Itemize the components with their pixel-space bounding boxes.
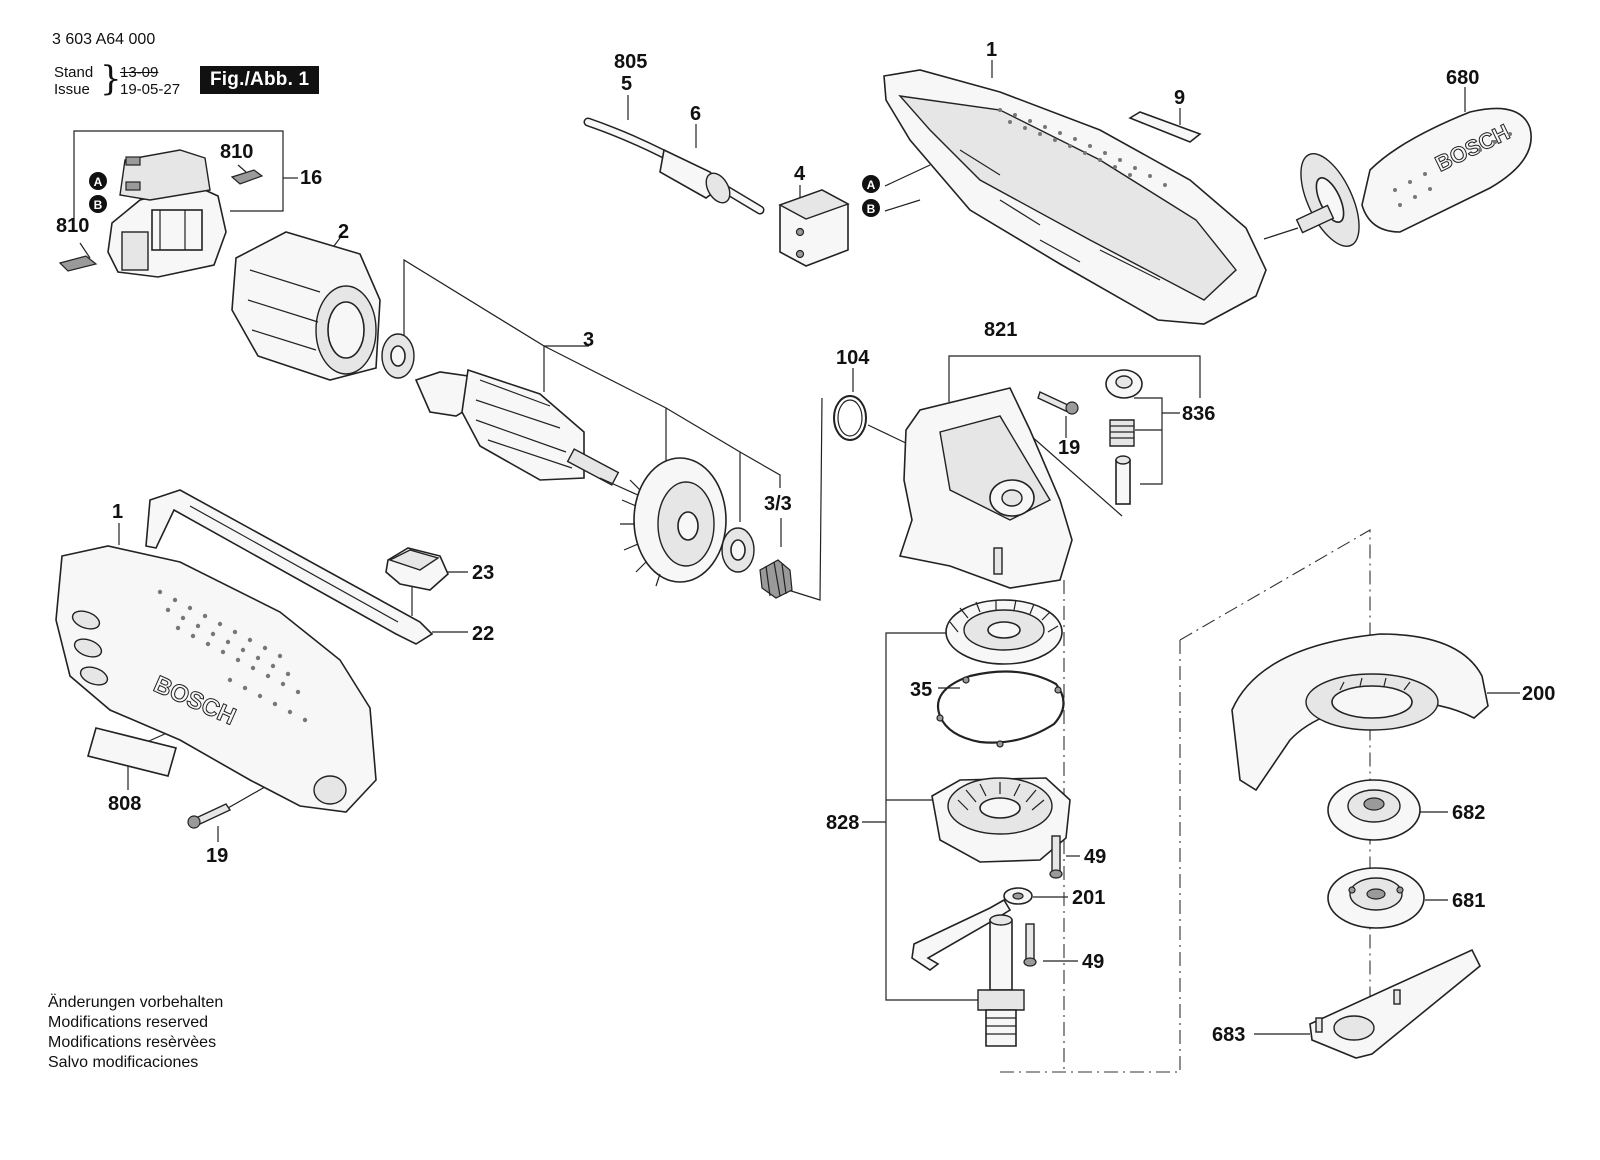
callout-49-a: 49 [1084,846,1106,868]
note-line-en: Modifications reserved [48,1014,209,1031]
part-gasket [936,670,1065,748]
part-bearing-rear [381,333,415,379]
issue-label: Issue [54,81,90,98]
callout-19-bottom: 19 [206,845,228,867]
part-nameplate [87,727,177,777]
callout-836: 836 [1182,403,1215,425]
part-mounting-flange [1327,779,1421,841]
part-fan [620,457,727,587]
figure-badge: Fig./Abb. 1 [200,66,320,94]
callout-682: 682 [1452,802,1485,824]
part-slide-switch [385,547,449,591]
document-number: 3 603 A64 000 [52,31,156,48]
part-cable-sleeve [659,148,731,204]
part-clamping-nut [1327,867,1425,929]
part-field-stator [231,231,381,381]
callout-680: 680 [1446,67,1479,89]
part-protection-guard [1231,633,1489,792]
part-o-ring [833,395,867,441]
note-line-es: Salvo modificaciones [48,1054,199,1071]
callout-200: 200 [1522,683,1555,705]
marker-b-left: B [89,195,107,213]
part-carbon-brush-top [230,169,264,185]
callout-681: 681 [1452,890,1485,912]
stand-label: Stand [54,64,94,81]
callout-1-bottom: 1 [112,501,123,523]
callout-35: 35 [910,679,932,701]
callout-808: 808 [108,793,141,815]
marker-b-left-text: B [94,198,103,212]
callout-9: 9 [1174,87,1185,109]
part-spindle-lock-cap [1105,369,1143,399]
brace-glyph: } [100,59,122,99]
part-housing-bottom: BOSCH [55,545,377,813]
callout-4: 4 [794,163,806,185]
part-armature [414,368,641,497]
part-switch-assembly [107,149,227,278]
note-line-fr: Modifications resèrvèes [48,1034,217,1051]
part-spindle [977,914,1025,1047]
part-spindle-lock-pin [1115,455,1131,505]
callout-49-b: 49 [1082,951,1104,973]
part-carbon-brush-left [58,255,98,272]
callout-201: 201 [1072,887,1105,909]
callout-19-top: 19 [1058,437,1080,459]
callout-683: 683 [1212,1024,1245,1046]
callout-1-top: 1 [986,39,997,61]
part-bearing-flange [931,777,1071,863]
stand-date: 13-09 [120,64,159,81]
callout-810-left: 810 [56,215,89,237]
callout-5: 5 [621,73,632,95]
callout-805: 805 [614,51,647,73]
part-terminal-block [778,189,850,267]
callout-3-3: 3/3 [764,493,792,515]
part-side-handle: BOSCH [1295,107,1532,247]
callout-828: 828 [826,812,859,834]
callout-22: 22 [472,623,494,645]
part-gear-housing [898,387,1073,589]
part-housing-top [883,69,1267,325]
callout-104: 104 [836,347,870,369]
marker-a-right: A [862,175,880,193]
callout-23: 23 [472,562,494,584]
marker-a-right-text: A [867,178,876,192]
part-screw-bottom [187,803,232,829]
marker-b-right-text: B [867,202,876,216]
marker-b-right: B [862,199,880,217]
part-lever-spring [911,898,1012,971]
issue-date: 19-05-27 [120,81,181,98]
callout-821: 821 [984,319,1017,341]
modifications-note: Änderungen vorbehalten Modifications res… [48,993,223,1073]
note-line-de: Änderungen vorbehalten [48,994,224,1011]
part-bearing-front [721,527,755,573]
part-label-plate [1128,111,1202,143]
marker-a-left-text: A [94,175,103,189]
part-crown-gear [945,599,1063,665]
part-washer [1003,887,1033,905]
marker-a-left: A [89,172,107,190]
callout-16: 16 [300,167,322,189]
part-screw-top [1037,391,1079,415]
callout-labels: 805 5 6 4 1 9 680 810 810 16 2 3 3/3 104… [56,39,1555,1046]
callout-3: 3 [583,329,594,351]
callout-6: 6 [690,103,701,125]
callout-2: 2 [338,221,349,243]
part-pinion [759,559,793,599]
part-switch-rod [145,489,434,645]
part-screw-49-lower [1023,923,1037,967]
part-screw-49-upper [1049,835,1063,879]
callout-810-top: 810 [220,141,253,163]
part-two-pin-spanner [1309,948,1482,1059]
part-spindle-lock-spring [1109,419,1135,447]
